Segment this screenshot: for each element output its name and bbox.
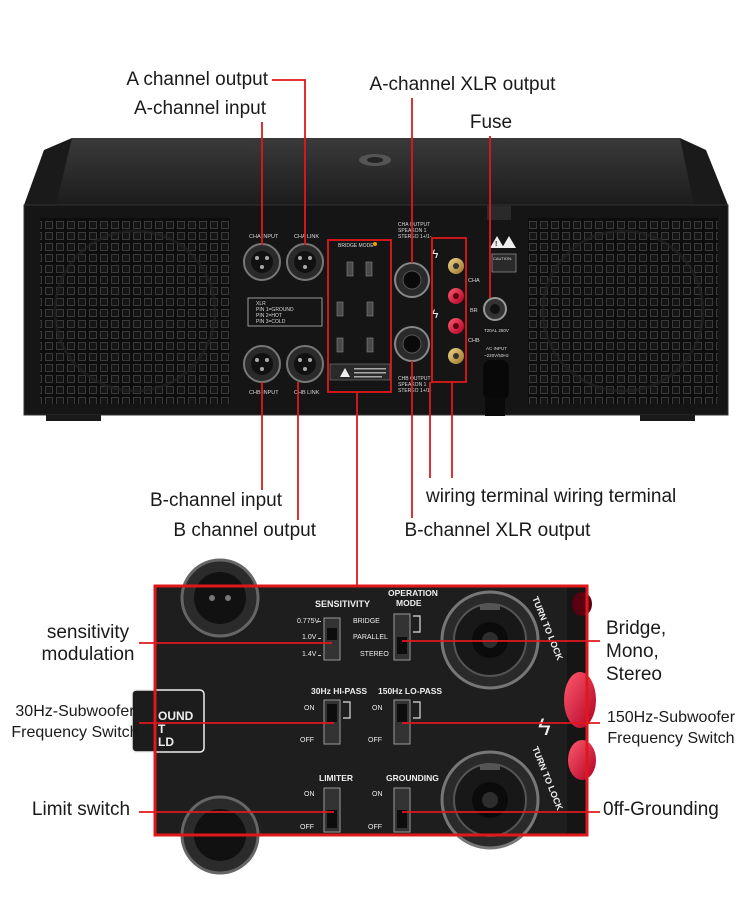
zoom-frame <box>153 584 589 837</box>
amplifier-unit: CHA INPUT CHA LINK CHB INPUT CHB LINK XL… <box>23 138 729 421</box>
zoom-sensitivity-heading: SENSITIVITY <box>315 599 370 609</box>
label-30hz-subwoofer: 30Hz-Subwoofer Frequency Switch <box>11 703 139 741</box>
label-wiring-terminal: wiring terminal wiring terminal <box>426 486 677 507</box>
callouts-top <box>261 79 491 586</box>
xlr-pin-legend: XLR PIN 1=GROUND PIN 2=HOT PIN 3=COLD <box>247 297 323 327</box>
highlight-terminals <box>431 237 467 383</box>
switch-panel-small: BRIDGE MODE <box>329 242 391 381</box>
zoom-sens-14: 1.4V <box>302 651 317 658</box>
svg-text:ϟ: ϟ <box>432 307 439 321</box>
svg-text:PIN 3=COLD: PIN 3=COLD <box>256 319 286 325</box>
svg-text:OFF: OFF <box>300 824 314 831</box>
ground-box-line-3: LD <box>158 735 174 749</box>
svg-text:STEREO 1+/1-: STEREO 1+/1- <box>398 234 432 240</box>
svg-text:OFF: OFF <box>368 737 382 744</box>
svg-text:XLR: XLR <box>256 301 266 307</box>
zoom-operation-mode-2: MODE <box>396 598 422 608</box>
ground-box <box>131 689 205 753</box>
ground-box-line-2: T <box>158 722 166 736</box>
left-fan-grille <box>40 218 230 404</box>
label-b-channel-input: B-channel input <box>149 490 282 511</box>
highlight-switch-panel <box>327 239 392 393</box>
svg-text:CHA: CHA <box>468 278 480 284</box>
cha-input-label: CHA INPUT <box>249 234 279 240</box>
zoomed-switch-panel: OUND T LD SENSITIVITY 0.775V 1.0V 1.4V O… <box>131 558 596 875</box>
label-a-channel-input: A-channel input <box>133 98 266 119</box>
svg-text:OFF: OFF <box>368 824 382 831</box>
zoom-hi-pass: 30Hz HI-PASS <box>311 686 367 696</box>
svg-text:CAUTION:: CAUTION: <box>493 256 512 261</box>
label-150hz-subwoofer: 150Hz-Subwoofer Frequency Switch <box>606 709 736 747</box>
label-bridge-mono-stereo: Bridge, Mono, Stereo <box>606 618 667 685</box>
svg-text:AC INPUT: AC INPUT <box>486 346 507 351</box>
xlr-chb-link <box>286 345 324 383</box>
svg-text:OFF: OFF <box>300 737 314 744</box>
speakon-chb <box>394 326 430 362</box>
zoom-mode-bridge: BRIDGE <box>353 618 380 625</box>
label-b-channel-xlr-output: B-channel XLR output <box>404 520 591 541</box>
svg-text:~220V/50Hz: ~220V/50Hz <box>484 353 510 358</box>
zoom-limiter: LIMITER <box>319 773 353 783</box>
cha-link-label: CHA LINK <box>294 234 319 240</box>
svg-text:!: ! <box>495 241 497 248</box>
svg-text:BR: BR <box>470 308 478 314</box>
binding-posts <box>448 258 464 364</box>
chb-input-label: CHB INPUT <box>249 390 279 396</box>
ground-box-text: OUND T LD <box>158 709 197 749</box>
zoom-mode-stereo: STEREO <box>360 651 389 658</box>
zoom-grounding: GROUNDING <box>386 773 439 783</box>
label-a-channel-xlr-output: A-channel XLR output <box>369 74 556 95</box>
power-section: ! CAUTION: T20AL 250V AC INPUT ~220V/50H… <box>483 206 517 416</box>
amplifier-lid <box>24 138 728 205</box>
zoom-lo-pass: 150Hz LO-PASS <box>378 686 442 696</box>
xlr-cha-link <box>286 243 324 281</box>
zoom-mode-parallel: PARALLEL <box>353 634 388 641</box>
svg-text:ON: ON <box>372 791 383 798</box>
label-a-channel-output: A channel output <box>126 69 268 90</box>
zoom-speakon-b <box>440 750 540 850</box>
zoom-operation-mode-1: OPERATION <box>388 588 438 598</box>
zoom-sens-10: 1.0V <box>302 634 317 641</box>
label-b-channel-output: B channel output <box>173 520 316 541</box>
ground-box-line-1: OUND <box>158 709 194 723</box>
svg-text:ON: ON <box>304 791 315 798</box>
svg-text:BRIDGE MODE: BRIDGE MODE <box>338 243 374 249</box>
svg-text:CHB OUTPUT: CHB OUTPUT <box>398 376 431 382</box>
xlr-cha-input <box>243 243 281 281</box>
zoom-sens-0775: 0.775V <box>297 618 320 625</box>
callouts-bottom <box>139 640 600 813</box>
svg-text:ON: ON <box>372 705 383 712</box>
right-fan-grille <box>528 218 718 404</box>
svg-text:ON: ON <box>304 705 315 712</box>
xlr-chb-input <box>243 345 281 383</box>
svg-text:CHB: CHB <box>468 338 480 344</box>
label-sensitivity-modulation: sensitivity modulation <box>41 622 135 665</box>
svg-text:ϟ: ϟ <box>432 247 439 261</box>
power-cable <box>483 360 509 400</box>
svg-text:T20AL 250V: T20AL 250V <box>484 328 509 333</box>
label-off-grounding: 0ff-Grounding <box>603 799 719 820</box>
speakon-cha <box>394 262 430 298</box>
svg-text:PIN 2=HOT: PIN 2=HOT <box>256 313 282 319</box>
svg-text:PIN 1=GROUND: PIN 1=GROUND <box>256 307 294 313</box>
label-limit-switch: Limit switch <box>31 799 131 820</box>
svg-text:STEREO 1+/1-: STEREO 1+/1- <box>398 388 432 394</box>
svg-text:CHA OUTPUT: CHA OUTPUT <box>398 222 430 228</box>
svg-text:ϟ: ϟ <box>538 714 551 741</box>
zoom-speakon-a <box>440 590 540 690</box>
label-fuse: Fuse <box>469 112 513 133</box>
chb-link-label: CHB LINK <box>294 390 320 396</box>
